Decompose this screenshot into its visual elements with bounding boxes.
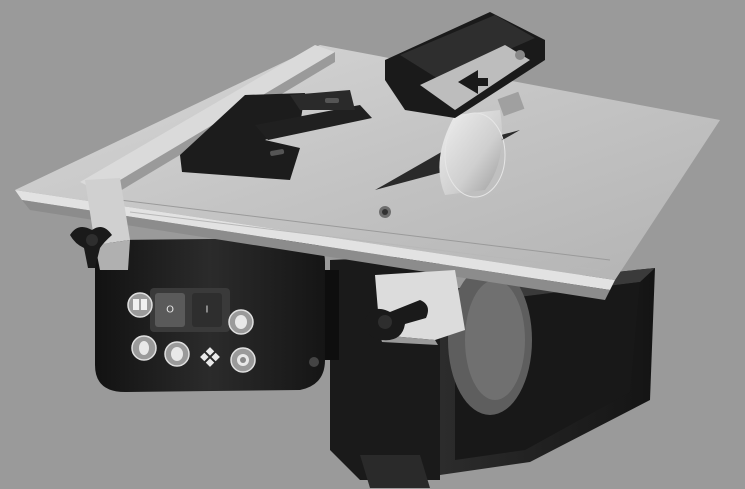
work-table xyxy=(15,45,720,300)
switch-panel: O I xyxy=(150,288,230,332)
on-switch[interactable]: I xyxy=(192,293,222,327)
off-switch-label: O xyxy=(166,305,174,316)
dust-mask-icon xyxy=(164,341,190,367)
safety-boots-icon xyxy=(230,347,256,373)
read-manual-icon xyxy=(127,292,153,318)
fence-lock-knob[interactable] xyxy=(70,226,112,268)
blade-lower xyxy=(448,265,532,415)
off-switch[interactable]: O xyxy=(155,293,185,327)
eye-protection-icon xyxy=(228,309,254,335)
on-switch-label: I xyxy=(206,305,209,316)
miter-guide xyxy=(180,90,372,180)
blade-guard xyxy=(385,12,545,118)
saw-blade xyxy=(439,110,506,198)
no-hands-icon xyxy=(240,357,246,363)
bevel-lock-knob[interactable] xyxy=(365,300,428,341)
hearing-protection-icon xyxy=(131,335,157,361)
